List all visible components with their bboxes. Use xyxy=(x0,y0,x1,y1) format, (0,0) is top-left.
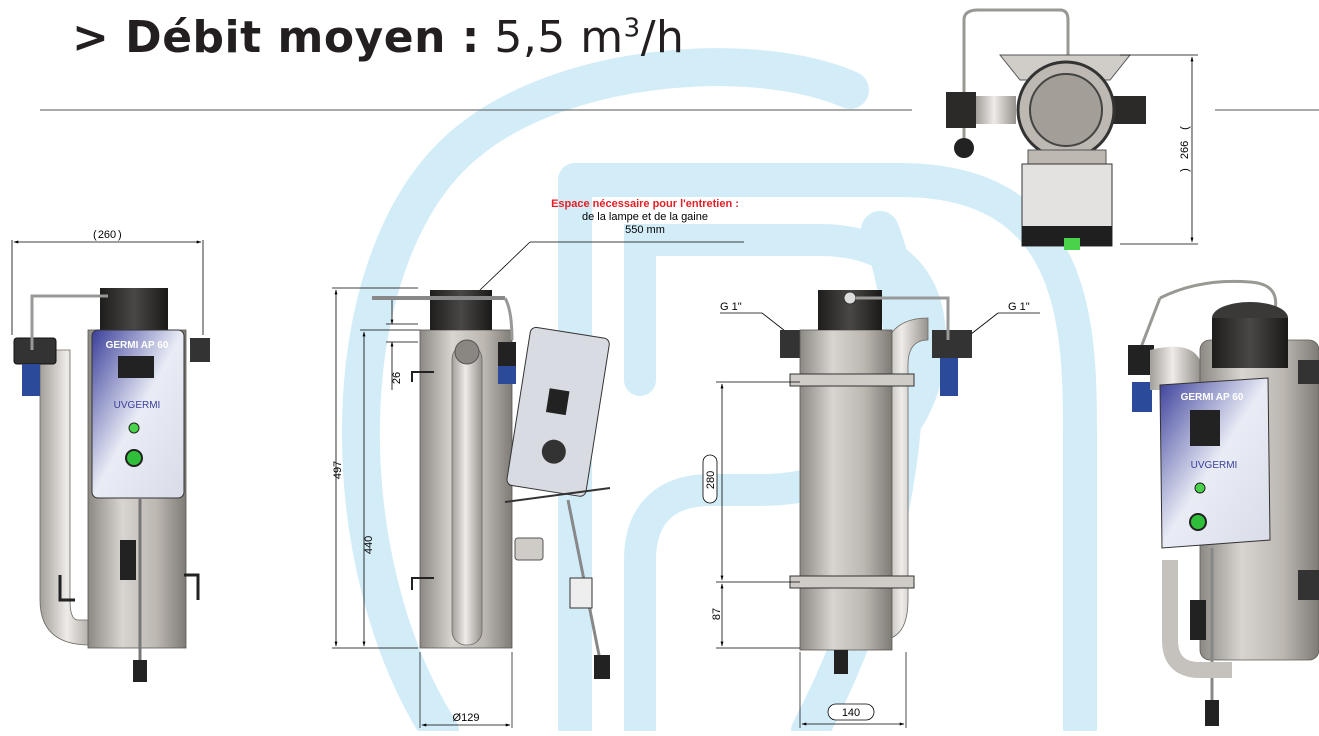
flow-value: 5,5 m xyxy=(494,12,624,63)
perspective-view: GERMI AP 60 UVGERMI xyxy=(1128,279,1319,726)
dim-rear-width: 140 xyxy=(842,707,860,719)
page-title: > Débit moyen : 5,5 m3/h xyxy=(72,12,684,63)
outlet-thread-label: G 1" xyxy=(1008,301,1030,313)
flow-unit: /h xyxy=(640,12,685,63)
flow-label: > Débit moyen : xyxy=(72,12,480,63)
maintenance-note: Espace nécessaire pour l'entretien : de … xyxy=(500,198,790,237)
top-view: 266 ( ) xyxy=(946,8,1198,250)
dim-front-width: 260 xyxy=(98,229,116,241)
dim-side-total: 497 xyxy=(332,461,344,479)
maintenance-note-line1: de la lampe et de la gaine xyxy=(582,211,708,223)
brand-front: UVGERMI xyxy=(114,400,161,411)
dim-top-height: 266 xyxy=(1179,141,1191,159)
rear-view: G 1" G 1" 280 87 140 xyxy=(702,290,1040,728)
front-view: 260 () GERMI AP 60 UVGERMI xyxy=(11,229,210,682)
flow-value-sup: 3 xyxy=(623,13,641,44)
svg-text:(: ( xyxy=(1179,126,1191,130)
product-name-3d: GERMI AP 60 xyxy=(1181,392,1244,403)
svg-text:): ) xyxy=(118,229,122,241)
dim-side-diameter: Ø129 xyxy=(453,712,480,724)
side-view: 497 440 26 xyxy=(332,241,744,728)
dim-side-offset: 26 xyxy=(391,372,403,384)
svg-text:): ) xyxy=(1179,168,1191,172)
dim-rear-bottom: 87 xyxy=(711,608,723,620)
dim-side-body: 440 xyxy=(363,536,375,554)
svg-text:(: ( xyxy=(93,229,97,241)
inlet-thread-label: G 1" xyxy=(720,301,742,313)
brand-3d: UVGERMI xyxy=(1191,460,1238,471)
dim-rear-bracket: 280 xyxy=(705,471,717,489)
product-name-front: GERMI AP 60 xyxy=(106,340,169,351)
maintenance-note-title: Espace nécessaire pour l'entretien : xyxy=(551,198,739,210)
maintenance-note-line2: 550 mm xyxy=(625,224,665,236)
